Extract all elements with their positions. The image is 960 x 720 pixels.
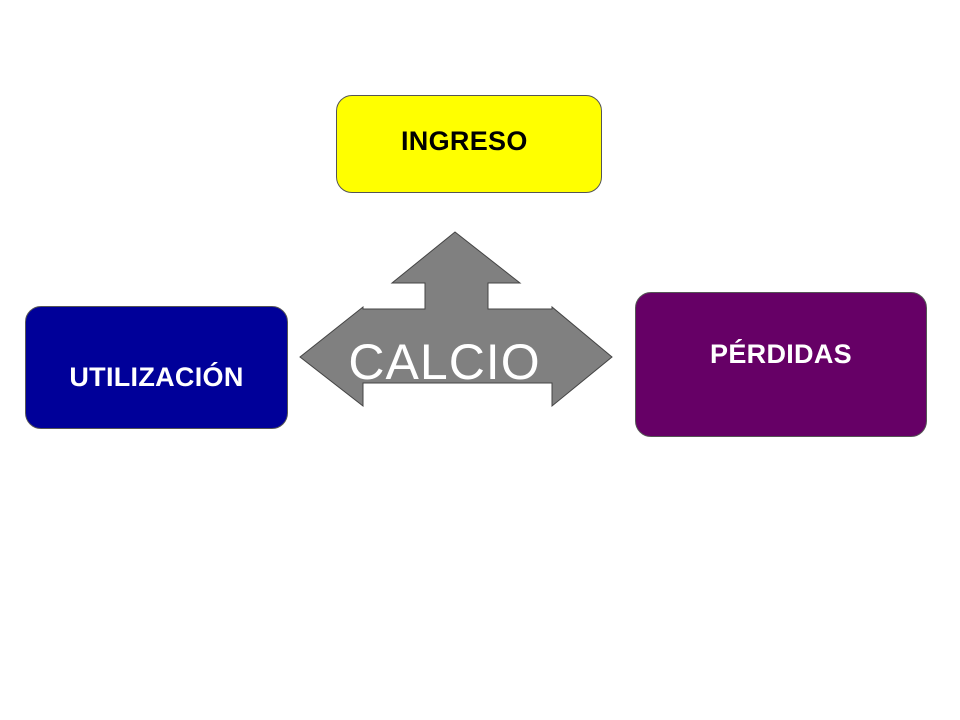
three-way-arrow-shape — [299, 231, 613, 408]
utilizacion-label: UTILIZACIÓN — [69, 362, 244, 392]
ingreso-label: INGRESO — [401, 125, 528, 156]
utilizacion-box: UTILIZACIÓN — [25, 306, 288, 429]
perdidas-box: PÉRDIDAS — [635, 292, 927, 437]
perdidas-label: PÉRDIDAS — [710, 339, 852, 369]
ingreso-box: INGRESO — [336, 95, 602, 193]
calcio-label: CALCIO — [348, 334, 541, 390]
